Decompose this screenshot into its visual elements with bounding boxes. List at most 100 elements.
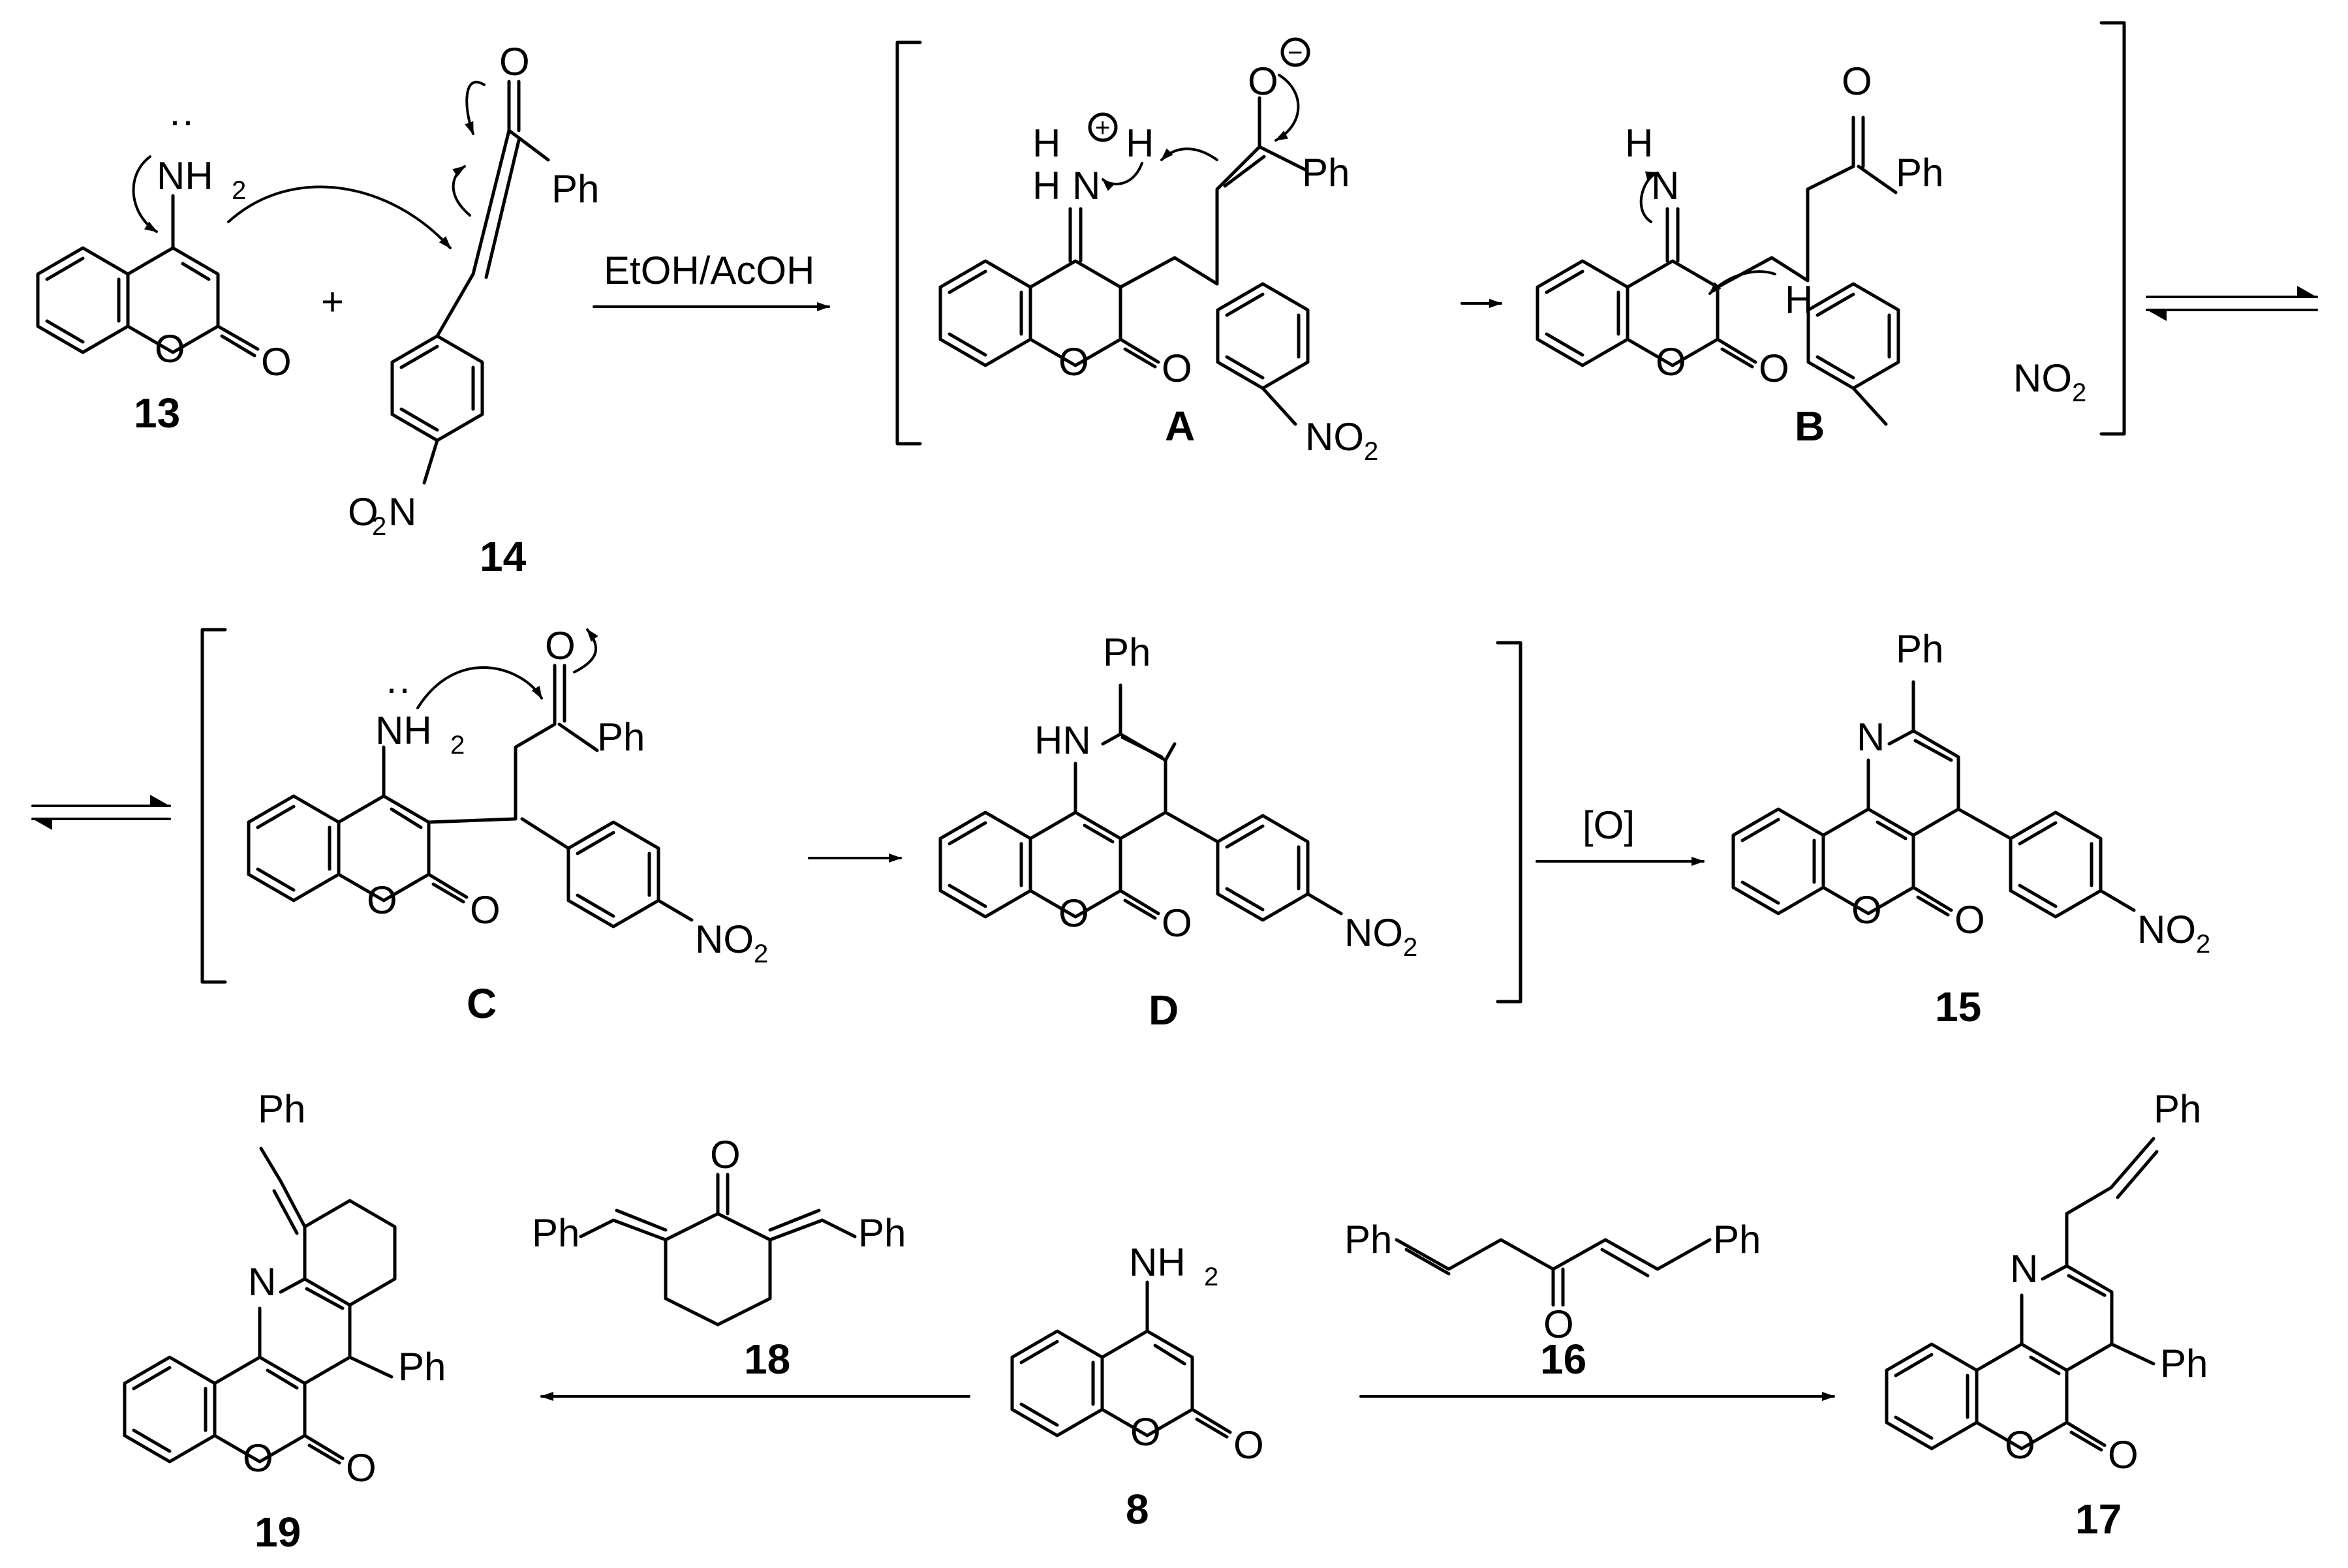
svg-text:O: O <box>1656 340 1686 384</box>
svg-text:H: H <box>1032 121 1060 165</box>
bracket-left-ab <box>895 40 922 446</box>
label-d: D <box>1149 987 1179 1034</box>
compound-13-structure: O O NH 2 ·· <box>38 99 292 384</box>
label-14: 14 <box>480 533 527 580</box>
svg-text:2: 2 <box>754 940 768 968</box>
svg-text:··: ·· <box>168 99 194 142</box>
svg-text:Ph: Ph <box>858 1211 906 1255</box>
svg-text:2: 2 <box>2072 378 2086 407</box>
attack-arrow-13 <box>227 185 452 249</box>
product-19-structure: O O N Ph Ph <box>125 1087 446 1490</box>
label-16: 16 <box>1540 1336 1586 1383</box>
svg-text:··: ·· <box>385 666 411 710</box>
svg-text:O: O <box>243 1436 273 1480</box>
svg-text:O: O <box>1759 346 1789 390</box>
plus-sign: + <box>321 280 344 324</box>
intermediate-c-structure: O O NH 2 ·· O Ph NO 2 <box>249 624 768 968</box>
svg-text:NO: NO <box>2013 356 2072 400</box>
svg-text:Ph: Ph <box>1302 151 1350 194</box>
svg-text:H: H <box>1032 164 1060 208</box>
bracket-right-cd <box>1496 641 1522 1004</box>
svg-text:NO: NO <box>695 917 754 961</box>
svg-text:NO: NO <box>1305 415 1364 459</box>
svg-text:H: H <box>1785 278 1813 322</box>
svg-text:O: O <box>346 1446 377 1490</box>
svg-text:HN: HN <box>1034 718 1091 762</box>
svg-text:Ph: Ph <box>532 1211 579 1255</box>
svg-text:2: 2 <box>232 176 246 205</box>
reagent-oxidation: [O] <box>1583 803 1635 847</box>
svg-text:H: H <box>1126 121 1154 165</box>
bracket-right-ab <box>2099 21 2126 436</box>
svg-text:N: N <box>1857 715 1885 759</box>
svg-text:−: − <box>1288 38 1303 67</box>
svg-text:Ph: Ph <box>551 167 599 211</box>
svg-text:Ph: Ph <box>597 715 645 759</box>
svg-text:Ph: Ph <box>2154 1087 2201 1131</box>
svg-text:O: O <box>1842 59 1872 103</box>
atom-nh2: NH <box>157 154 213 198</box>
svg-text:O: O <box>1954 898 1985 942</box>
product-15-structure: O O N Ph NO 2 <box>1733 627 2210 959</box>
reagent-etoh-acoh: EtOH/AcOH <box>604 249 814 292</box>
svg-text:O: O <box>545 624 576 668</box>
svg-text:Ph: Ph <box>398 1345 446 1389</box>
svg-text:O: O <box>1130 1410 1161 1454</box>
svg-text:2: 2 <box>372 512 386 541</box>
label-8: 8 <box>1126 1486 1149 1533</box>
atom-o-carbonyl: O <box>261 340 292 384</box>
label-b: B <box>1795 403 1825 450</box>
compound-18-structure: O Ph Ph <box>532 1133 906 1327</box>
svg-text:2: 2 <box>2196 930 2210 959</box>
svg-text:O: O <box>1162 901 1192 945</box>
svg-text:Ph: Ph <box>1344 1218 1392 1261</box>
label-13: 13 <box>134 390 180 437</box>
svg-text:O: O <box>367 878 397 922</box>
svg-text:NO: NO <box>1344 911 1403 955</box>
svg-text:O: O <box>1058 340 1089 384</box>
svg-text:O: O <box>1162 346 1192 390</box>
product-17-structure: O O N Ph Ph <box>1887 1087 2208 1477</box>
svg-text:NH: NH <box>1129 1240 1186 1284</box>
svg-text:O: O <box>1543 1302 1574 1346</box>
svg-text:O: O <box>470 888 501 932</box>
svg-text:N: N <box>388 490 416 534</box>
intermediate-a-structure: O O H N H H + O − Ph NO 2 <box>940 37 1378 466</box>
svg-text:2: 2 <box>450 731 465 760</box>
label-19: 19 <box>255 1509 301 1556</box>
svg-text:N: N <box>1651 164 1679 208</box>
intermediate-b-structure: O O N H H O Ph NO 2 <box>1537 59 2086 426</box>
svg-text:H: H <box>1625 121 1653 165</box>
svg-text:NO: NO <box>2137 908 2196 951</box>
label-18: 18 <box>744 1336 790 1383</box>
label-c: C <box>467 980 497 1027</box>
bracket-left-cd <box>200 628 227 984</box>
svg-text:N: N <box>1072 164 1100 208</box>
intermediate-d-structure: O O HN Ph NO 2 <box>940 630 1417 962</box>
svg-text:Ph: Ph <box>1896 151 1943 194</box>
compound-14-structure: O Ph O 2 N <box>348 40 599 541</box>
svg-text:O: O <box>1851 888 1882 932</box>
compound-16-structure: O Ph Ph <box>1344 1218 1761 1346</box>
svg-text:O: O <box>2108 1433 2139 1477</box>
svg-text:O: O <box>1248 59 1278 103</box>
svg-text:NH: NH <box>375 709 432 752</box>
svg-text:Ph: Ph <box>1713 1218 1761 1261</box>
compound-8-structure: O O NH 2 <box>1012 1240 1264 1467</box>
svg-text:N: N <box>248 1260 276 1304</box>
svg-text:O: O <box>348 490 378 534</box>
svg-text:N: N <box>2010 1247 2038 1291</box>
svg-text:Ph: Ph <box>1103 630 1151 674</box>
svg-text:2: 2 <box>1403 933 1417 962</box>
label-15: 15 <box>1935 983 1981 1030</box>
equilibrium-arrow-row2 <box>31 795 171 830</box>
label-a: A <box>1165 403 1195 450</box>
svg-text:O: O <box>2005 1423 2035 1467</box>
svg-text:2: 2 <box>1364 437 1378 466</box>
svg-text:O: O <box>1058 891 1089 935</box>
svg-text:2: 2 <box>1204 1263 1218 1291</box>
svg-text:O: O <box>499 40 530 84</box>
atom-o-ring: O <box>155 327 185 371</box>
svg-text:O: O <box>710 1133 741 1176</box>
